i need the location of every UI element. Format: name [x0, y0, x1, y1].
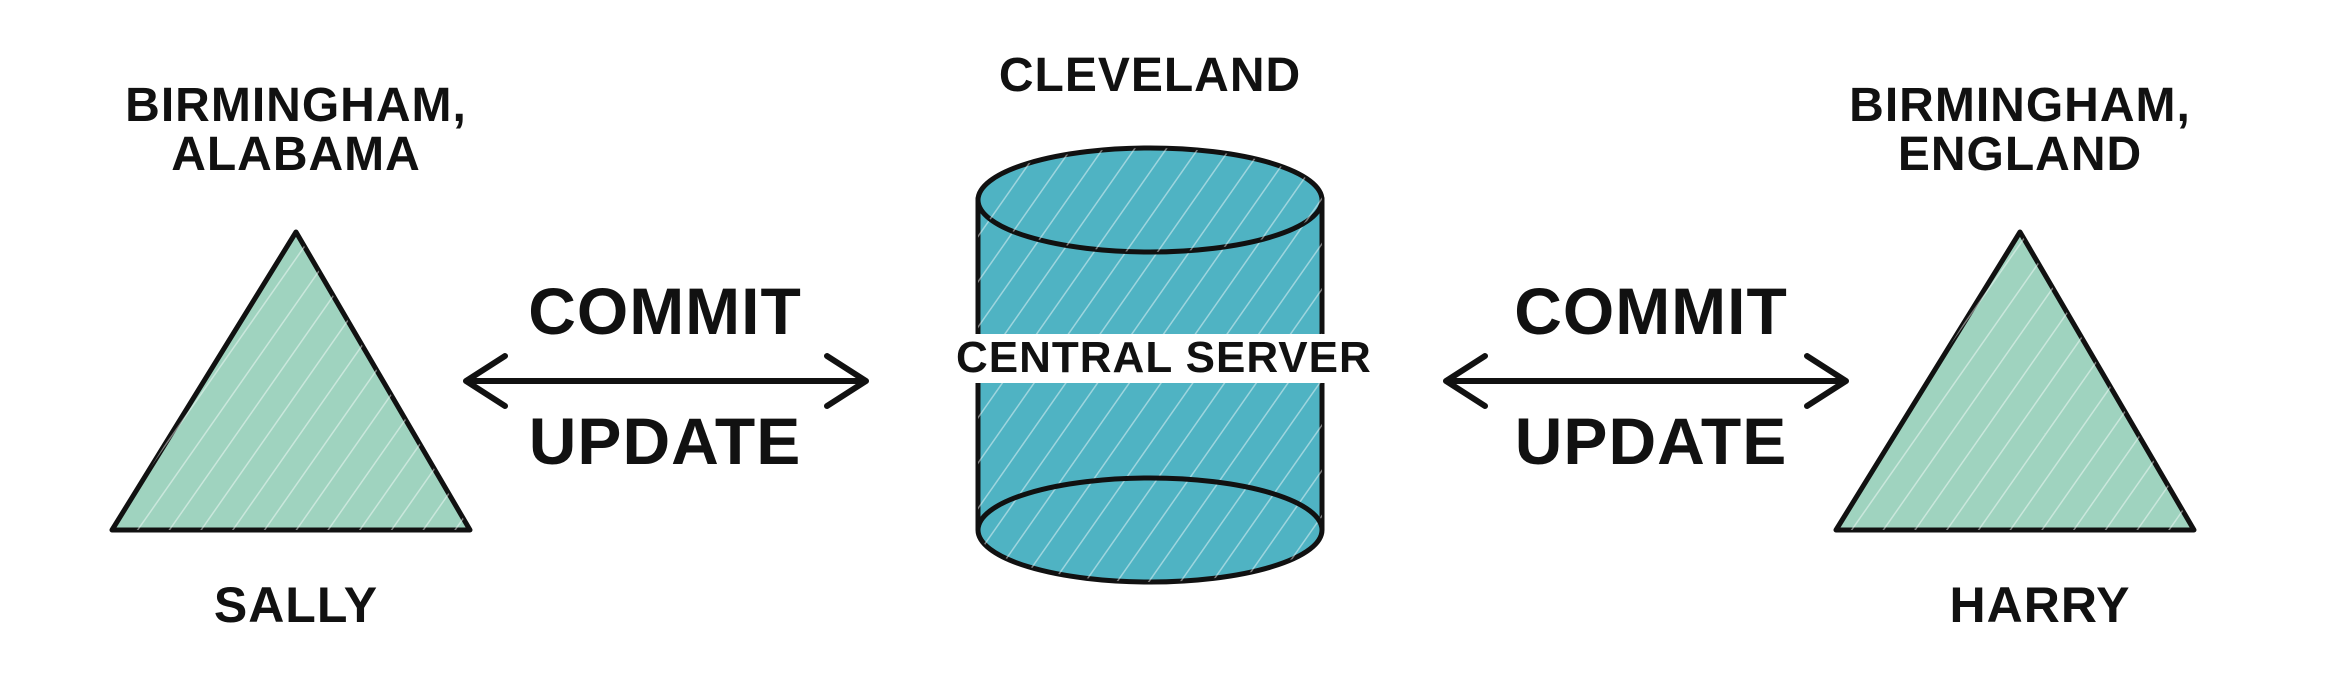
left-location-line1: BIRMINGHAM, — [125, 79, 467, 132]
left-user-label: SALLY — [213, 577, 379, 633]
left-double-arrow — [463, 353, 869, 409]
right-client-node — [1833, 229, 2197, 533]
right-commit-label: COMMIT — [1514, 274, 1788, 348]
central-server-node — [975, 145, 1325, 585]
left-update-label: UPDATE — [528, 404, 802, 478]
left-location-line2: ALABAMA — [171, 127, 421, 181]
server-label: CENTRAL SERVER — [948, 334, 1371, 383]
left-client-node — [109, 229, 473, 533]
right-double-arrow — [1443, 353, 1849, 409]
right-location-line2: ENGLAND — [1897, 127, 2143, 181]
left-location-label: BIRMINGHAM, ALABAMA — [96, 79, 496, 181]
right-user-label: HARRY — [1949, 577, 2131, 633]
right-location-line1: BIRMINGHAM, — [1849, 79, 2191, 132]
right-location-label: BIRMINGHAM, ENGLAND — [1820, 79, 2220, 181]
cylinder-bottom-rim — [975, 475, 1325, 531]
server-location-label: CLEVELAND — [998, 49, 1302, 102]
right-update-label: UPDATE — [1514, 404, 1788, 478]
left-commit-label: COMMIT — [528, 274, 802, 348]
